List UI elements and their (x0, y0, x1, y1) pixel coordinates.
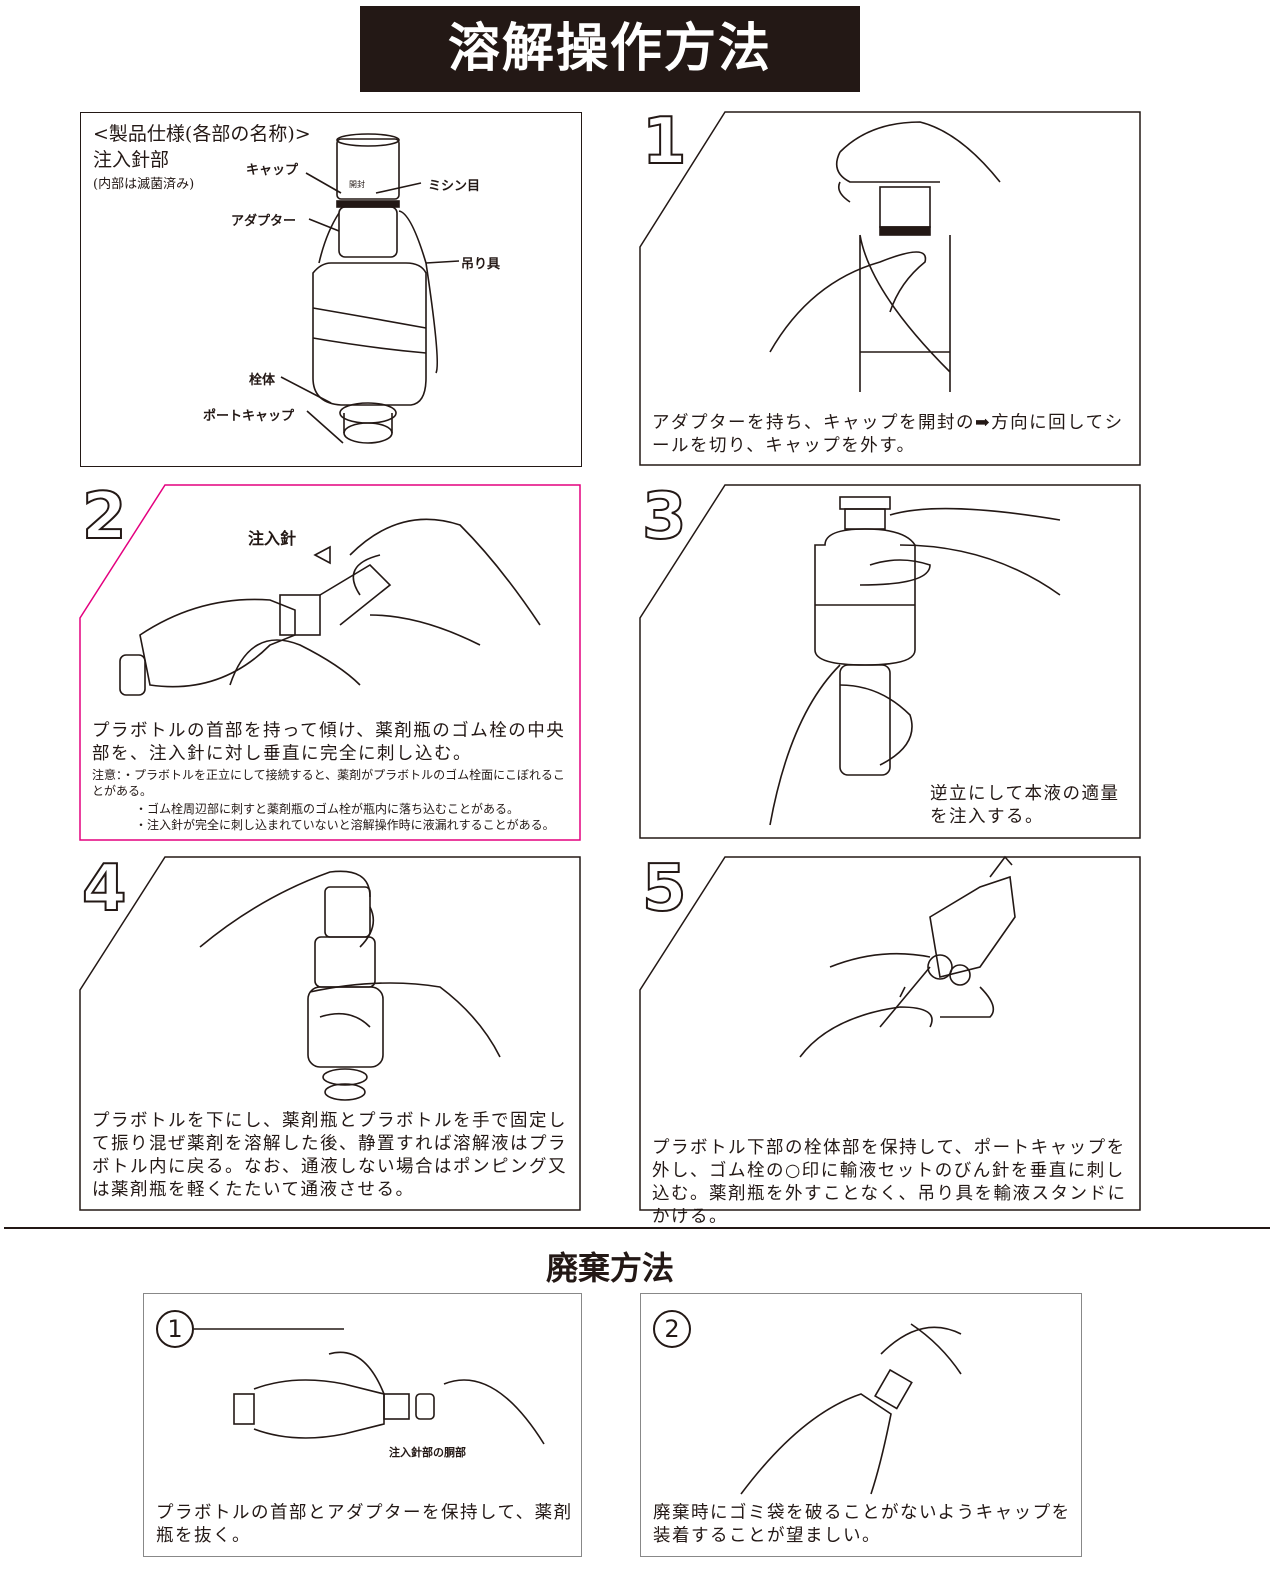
step-4-text: プラボトルを下にし、薬剤瓶とプラボトルを手で固定して振り混ぜ薬剤を溶解した後、静… (92, 1111, 567, 1200)
label-port-cap: ポートキャップ (203, 409, 295, 424)
label-adapter: アダプター (231, 214, 297, 229)
step-5-text: プラボトル下部の栓体部を保持して、ポートキャップを外し、ゴム栓の○印に輸液セット… (652, 1138, 1127, 1227)
label-plug: 栓体 (249, 373, 276, 388)
product-spec-panel: <製品仕様(各部の名称)> 注入針部 (内部は滅菌済み) キャップ ミシン目 ア… (80, 112, 582, 467)
step-2-text: プラボトルの首部を持って傾け、薬剤瓶のゴム栓の中央部を、注入針に対し垂直に完全に… (92, 721, 566, 764)
capping-illustration (740, 1323, 962, 1495)
panel-frame (639, 111, 1141, 466)
caution-note-3: ・注入針が完全に刺し込まれていないと溶解操作時に液漏れすることがある。 (135, 818, 555, 832)
disposal-step-1-panel: 1 注入針部の胴部 プラボトルの首部とアダプターを保持して、薬剤瓶を抜く。 (143, 1293, 582, 1557)
step-1-panel: 1 アダプターを持ち、キャップを開封の➡方向に回してシールを切り、キャップを外す… (639, 105, 1141, 466)
step-number: 5 (641, 852, 688, 926)
open-mark: 開封 (349, 180, 365, 189)
shaking-bottle-illustration (199, 870, 501, 1101)
panel-frame (79, 856, 581, 1211)
panel-frame (79, 484, 581, 841)
section-divider (4, 1227, 1270, 1229)
hand-opening-cap-illustration (769, 121, 1001, 392)
disposal-title: 廃棄方法 (545, 1249, 674, 1287)
disposal-step-2-panel: 2 廃棄時にゴミ袋を破ることがないようキャップを装着することが望ましい。 (640, 1293, 1082, 1557)
step-number: 2 (653, 1310, 691, 1348)
step-number: 4 (81, 852, 128, 926)
panel-frame (639, 856, 1141, 1211)
disposal-step-2-text: 廃棄時にゴミ袋を破ることがないようキャップを装着することが望ましい。 (653, 1503, 1071, 1546)
step-3-panel: 3 逆立にして本液の適量を注入する。 (639, 480, 1141, 839)
disposal-step-1-text: プラボトルの首部とアダプターを保持して、薬剤瓶を抜く。 (156, 1503, 573, 1546)
step-number: 1 (156, 1310, 194, 1348)
caution-note-1: 注意：・プラボトルを正立にして接続すると、薬剤がプラボトルのゴム栓面にこぼれるこ… (92, 768, 565, 798)
step-number: 1 (641, 105, 688, 179)
needle-label: 注入針 (248, 529, 297, 548)
page-title: 溶解操作方法 (360, 6, 860, 92)
step-1-text: アダプターを持ち、キャップを開封の➡方向に回してシールを切り、キャップを外す。 (652, 413, 1124, 456)
step-number: 2 (81, 480, 128, 554)
infusion-set-illustration (799, 855, 1016, 1058)
step-3-text: 逆立にして本液の適量を注入する。 (930, 784, 1120, 827)
panel-frame (639, 484, 1141, 839)
step-5-panel: 5 プラボトル下部の栓体部を保持して、ポートキャップを外し、ゴム栓の○印に輸液セ… (639, 852, 1141, 1227)
label-perforation: ミシン目 (428, 179, 481, 194)
inverted-bottle-illustration (769, 496, 1061, 826)
needle-body-label: 注入針部の胴部 (389, 1446, 466, 1459)
spec-heading: <製品仕様(各部の名称)> (93, 123, 311, 145)
removing-vial-illustration (194, 1328, 545, 1445)
caution-note-2: ・ゴム栓周辺部に刺すと薬剤瓶のゴム栓が瓶内に落ち込むことがある。 (135, 802, 520, 816)
spec-sterile: (内部は滅菌済み) (93, 177, 195, 192)
label-cap: キャップ (246, 163, 299, 178)
step-4-panel: 4 プラボトルを下にし、薬剤瓶とプラボトルを手で固定して振り混ぜ薬剤を溶解した後… (79, 852, 581, 1211)
spec-part: 注入針部 (93, 149, 170, 171)
step-number: 3 (641, 480, 688, 554)
needle-insertion-illustration (119, 518, 541, 696)
label-hanger: 吊り具 (461, 257, 501, 272)
step-2-panel: 2 注入針 プラボトルの首部を持って傾け、薬剤瓶のゴム栓の中央部を、注入針に対し… (79, 480, 581, 841)
bottle-illustration (280, 133, 460, 444)
